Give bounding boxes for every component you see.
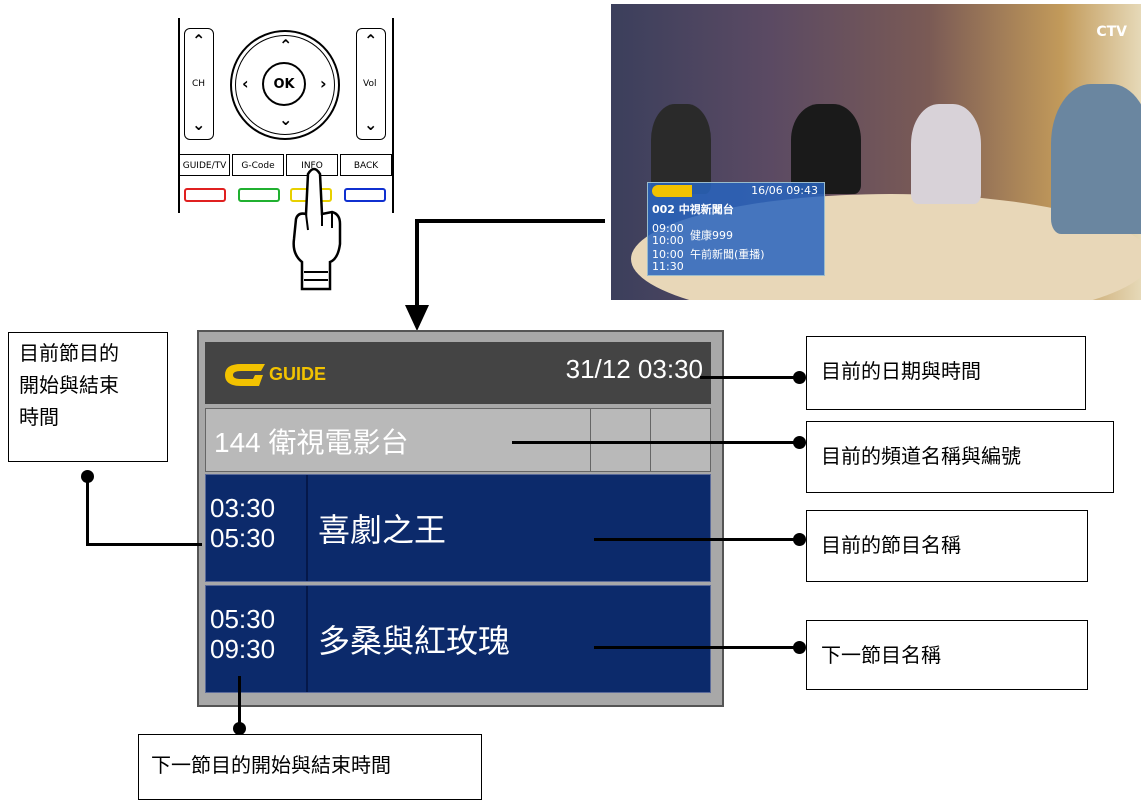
vol-label: Vol <box>363 79 377 89</box>
osd-date: 16/06 09:43 <box>751 184 818 197</box>
ch-down-icon[interactable]: ⌄ <box>192 115 206 134</box>
ch-up-icon[interactable]: ⌃ <box>192 31 206 50</box>
callout-current-times-line3: 時間 <box>19 405 59 429</box>
tv-info-osd: 16/06 09:43 002 中視新聞台 09:00 10:00 健康999 … <box>647 182 825 276</box>
osd-row2-title: 午前新聞(重播) <box>690 248 765 261</box>
vol-up-icon[interactable]: ⌃ <box>364 31 378 50</box>
vol-rocker[interactable]: ⌃ Vol ⌄ <box>356 28 386 140</box>
osd-channel: 002 中視新聞台 <box>652 203 734 216</box>
callout-dot <box>793 436 806 449</box>
callout-next-title: 下一節目名稱 <box>806 620 1088 690</box>
guide-panel: GUIDE 31/12 03:30 144 衛視電影台 03:30 05:30 … <box>197 330 724 707</box>
tv-screenshot: CTV 16/06 09:43 002 中視新聞台 09:00 10:00 健康… <box>611 4 1141 300</box>
guide-header: GUIDE 31/12 03:30 <box>205 342 711 404</box>
pointing-hand-icon <box>292 167 342 291</box>
guide-datetime: 31/12 03:30 <box>565 354 703 384</box>
green-key[interactable] <box>238 188 280 202</box>
red-key[interactable] <box>184 188 226 202</box>
current-program-times: 03:30 05:30 <box>210 493 300 553</box>
current-program-title: 喜劇之王 <box>318 512 447 548</box>
channel-name: 144 衛視電影台 <box>214 427 409 458</box>
dpad[interactable]: ⌃ ⌄ ‹ › OK <box>230 30 340 140</box>
callout-current-times-line2: 開始與結束 <box>19 373 119 397</box>
connector-line <box>415 219 605 223</box>
guide-tv-button[interactable]: GUIDE/TV <box>179 154 230 176</box>
remote-control: ⌃ CH ⌄ ⌃ ⌄ ‹ › OK ⌃ Vol ⌄ GUIDE/TV G-Cod… <box>170 8 402 291</box>
leader-line <box>700 376 800 379</box>
dpad-right-icon[interactable]: › <box>320 74 327 93</box>
next-start-time: 05:30 <box>210 604 276 634</box>
dpad-down-icon[interactable]: ⌄ <box>279 110 293 129</box>
callout-dot <box>793 641 806 654</box>
current-start-time: 03:30 <box>210 493 276 523</box>
next-end-time: 09:30 <box>210 634 276 664</box>
callout-current-title: 目前的節目名稱 <box>806 510 1088 582</box>
blue-key[interactable] <box>344 188 386 202</box>
g-code-button[interactable]: G-Code <box>232 154 284 176</box>
callout-channel: 目前的頻道名稱與編號 <box>806 421 1114 493</box>
leader-line <box>86 543 202 546</box>
osd-guide-logo <box>652 185 692 197</box>
remote-edge-right <box>392 18 394 213</box>
ok-button[interactable]: OK <box>262 62 306 106</box>
ch-rocker[interactable]: ⌃ CH ⌄ <box>184 28 214 140</box>
leader-line <box>238 676 241 726</box>
guide-logo-icon <box>225 364 265 386</box>
leader-line <box>86 476 89 544</box>
dpad-up-icon[interactable]: ⌃ <box>279 36 293 55</box>
ch-label: CH <box>192 79 206 89</box>
callout-dot <box>233 722 246 735</box>
channel-slot <box>590 409 651 471</box>
guide-channel-row: 144 衛視電影台 <box>205 408 711 472</box>
callout-dot <box>793 533 806 546</box>
leader-line <box>594 538 800 541</box>
dpad-left-icon[interactable]: ‹ <box>242 74 249 93</box>
back-button[interactable]: BACK <box>340 154 392 176</box>
next-program-row: 05:30 09:30 多桑與紅玫瑰 <box>205 585 711 693</box>
remote-edge-left <box>178 18 180 213</box>
channel-slot <box>650 409 711 471</box>
callout-dot <box>793 371 806 384</box>
connector-line <box>415 219 419 309</box>
callout-current-times: 目前節目的 開始與結束 時間 <box>8 332 168 462</box>
callout-current-times-line1: 目前節目的 <box>19 341 119 365</box>
next-program-times: 05:30 09:30 <box>210 604 300 664</box>
vol-down-icon[interactable]: ⌄ <box>364 115 378 134</box>
osd-row1-title: 健康999 <box>690 229 733 242</box>
leader-line <box>512 441 800 444</box>
osd-row2-time: 10:00 11:30 <box>652 248 684 273</box>
current-program-row: 03:30 05:30 喜劇之王 <box>205 474 711 582</box>
ctv-logo: CTV <box>1096 24 1127 40</box>
arrow-down-icon <box>405 305 429 331</box>
current-end-time: 05:30 <box>210 523 276 553</box>
next-program-title: 多桑與紅玫瑰 <box>318 623 511 659</box>
leader-line <box>594 646 800 649</box>
osd-row1-time: 09:00 10:00 <box>652 222 684 247</box>
callout-datetime: 目前的日期與時間 <box>806 336 1086 410</box>
callout-next-times: 下一節目的開始與結束時間 <box>138 734 482 800</box>
guide-logo-text: GUIDE <box>269 364 327 384</box>
